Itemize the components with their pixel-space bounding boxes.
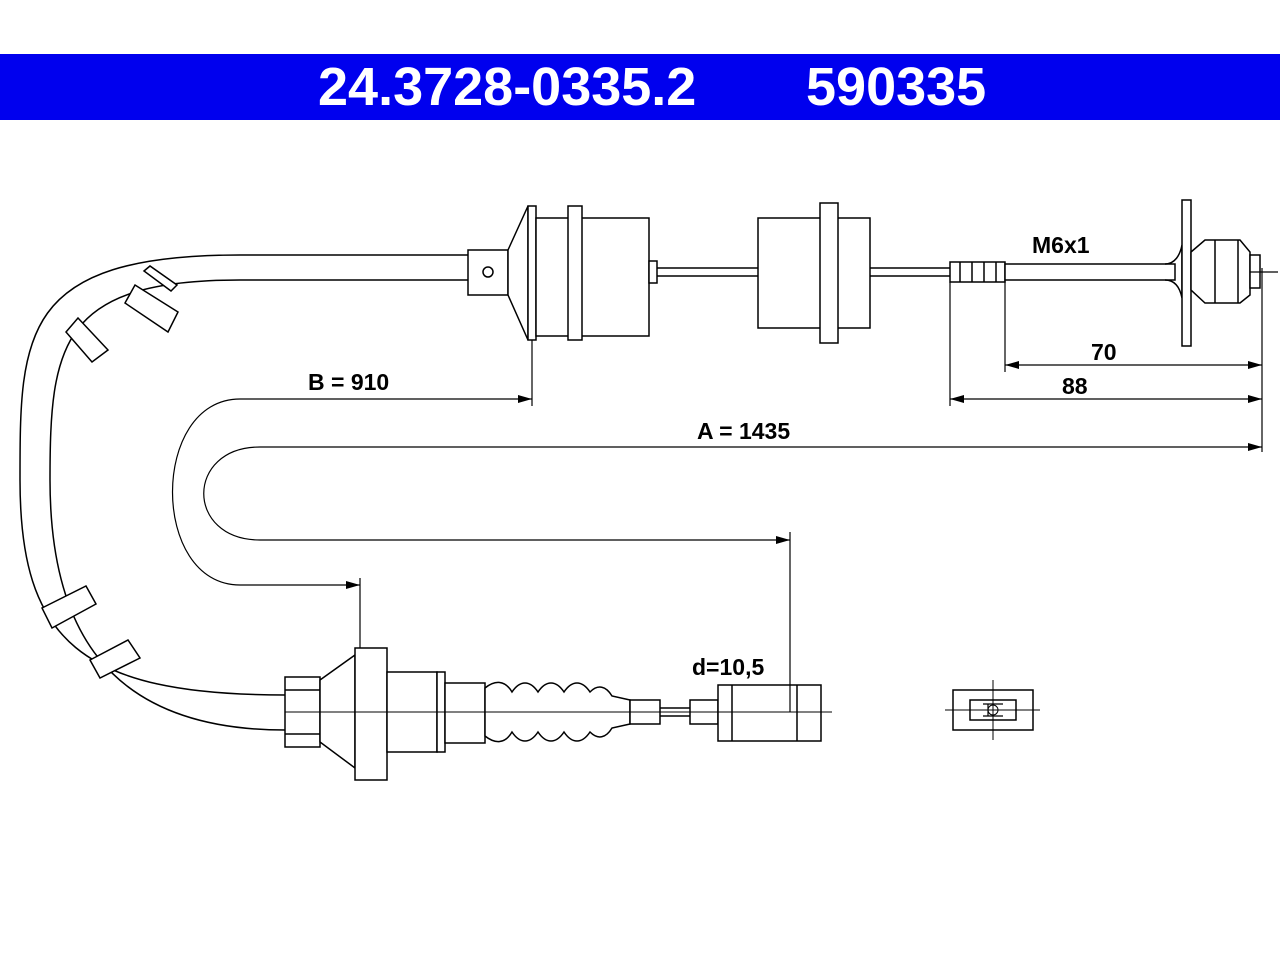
arrow-a-bottom [776, 536, 790, 544]
length-70-label: 70 [1091, 339, 1117, 365]
arrow-b-bottom [346, 581, 360, 589]
arrow-70-left [1005, 361, 1019, 369]
upper-damper-flange [527, 205, 537, 341]
eye-end-side [717, 684, 822, 742]
second-damper-body [757, 217, 871, 329]
upper-damper-body [535, 217, 650, 337]
arrow-b-top [518, 395, 532, 403]
lock-nut [1190, 239, 1251, 304]
cable-sheath-outer [19, 254, 470, 696]
washer-plate [1181, 199, 1192, 347]
dimension-b-label: B = 910 [308, 369, 389, 395]
part-number: 24.3728-0335.2 [318, 57, 697, 117]
arrow-70-right [1248, 361, 1262, 369]
sleeve-lower-2 [88, 639, 142, 679]
arrow-88-left [950, 395, 964, 403]
thread-label: M6x1 [1032, 232, 1090, 258]
lower-damper-flange [354, 647, 388, 781]
length-88-label: 88 [1062, 373, 1088, 399]
upper-ferrule [467, 249, 509, 296]
eye-diameter-label: d=10,5 [692, 654, 764, 680]
sleeve-lower-1 [40, 585, 98, 630]
arrow-a-top [1248, 443, 1262, 451]
reference-number: 590335 [806, 57, 987, 117]
dimension-a-label: A = 1435 [697, 418, 790, 444]
arrow-88-right [1248, 395, 1262, 403]
cable-sheath-inner [49, 279, 470, 731]
sleeve-upper-2 [65, 316, 110, 364]
title-bar: 24.3728-0335.2 590335 [0, 54, 1280, 120]
sleeve-upper-1 [124, 283, 179, 334]
